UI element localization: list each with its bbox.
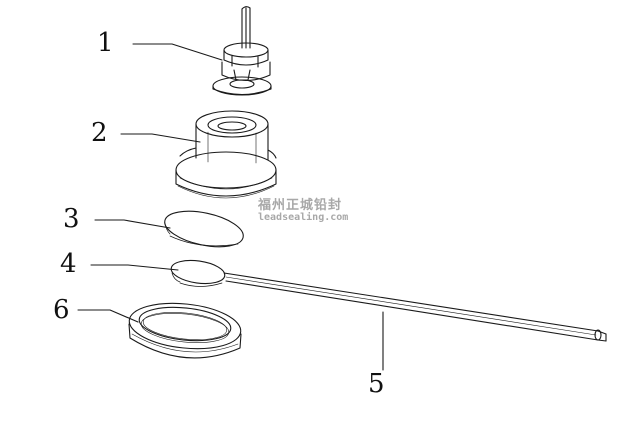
part-3-disc	[164, 210, 244, 248]
part-label-6: 6	[53, 295, 70, 325]
part-label-4: 4	[60, 249, 77, 279]
part-6-retaining-ring	[128, 302, 242, 359]
part-label-2: 2	[91, 118, 108, 148]
part-4-sensor-pad	[170, 259, 226, 287]
watermark-chinese: 福州正城铅封	[258, 198, 343, 213]
part-label-5: 5	[368, 369, 385, 399]
leader-line-4	[90, 264, 179, 271]
part-1-electrode-cap	[212, 6, 272, 96]
leader-line-3	[94, 219, 171, 229]
watermark-url: leadsealing.com	[258, 212, 349, 223]
leader-line-1	[132, 43, 223, 61]
part-label-1: 1	[97, 28, 114, 58]
leader-lines	[77, 43, 384, 371]
part-5-cable	[223, 272, 607, 342]
leader-line-2	[120, 133, 201, 143]
part-label-3: 3	[63, 204, 80, 234]
part-2-housing	[175, 110, 277, 199]
leader-line-6	[77, 309, 139, 323]
